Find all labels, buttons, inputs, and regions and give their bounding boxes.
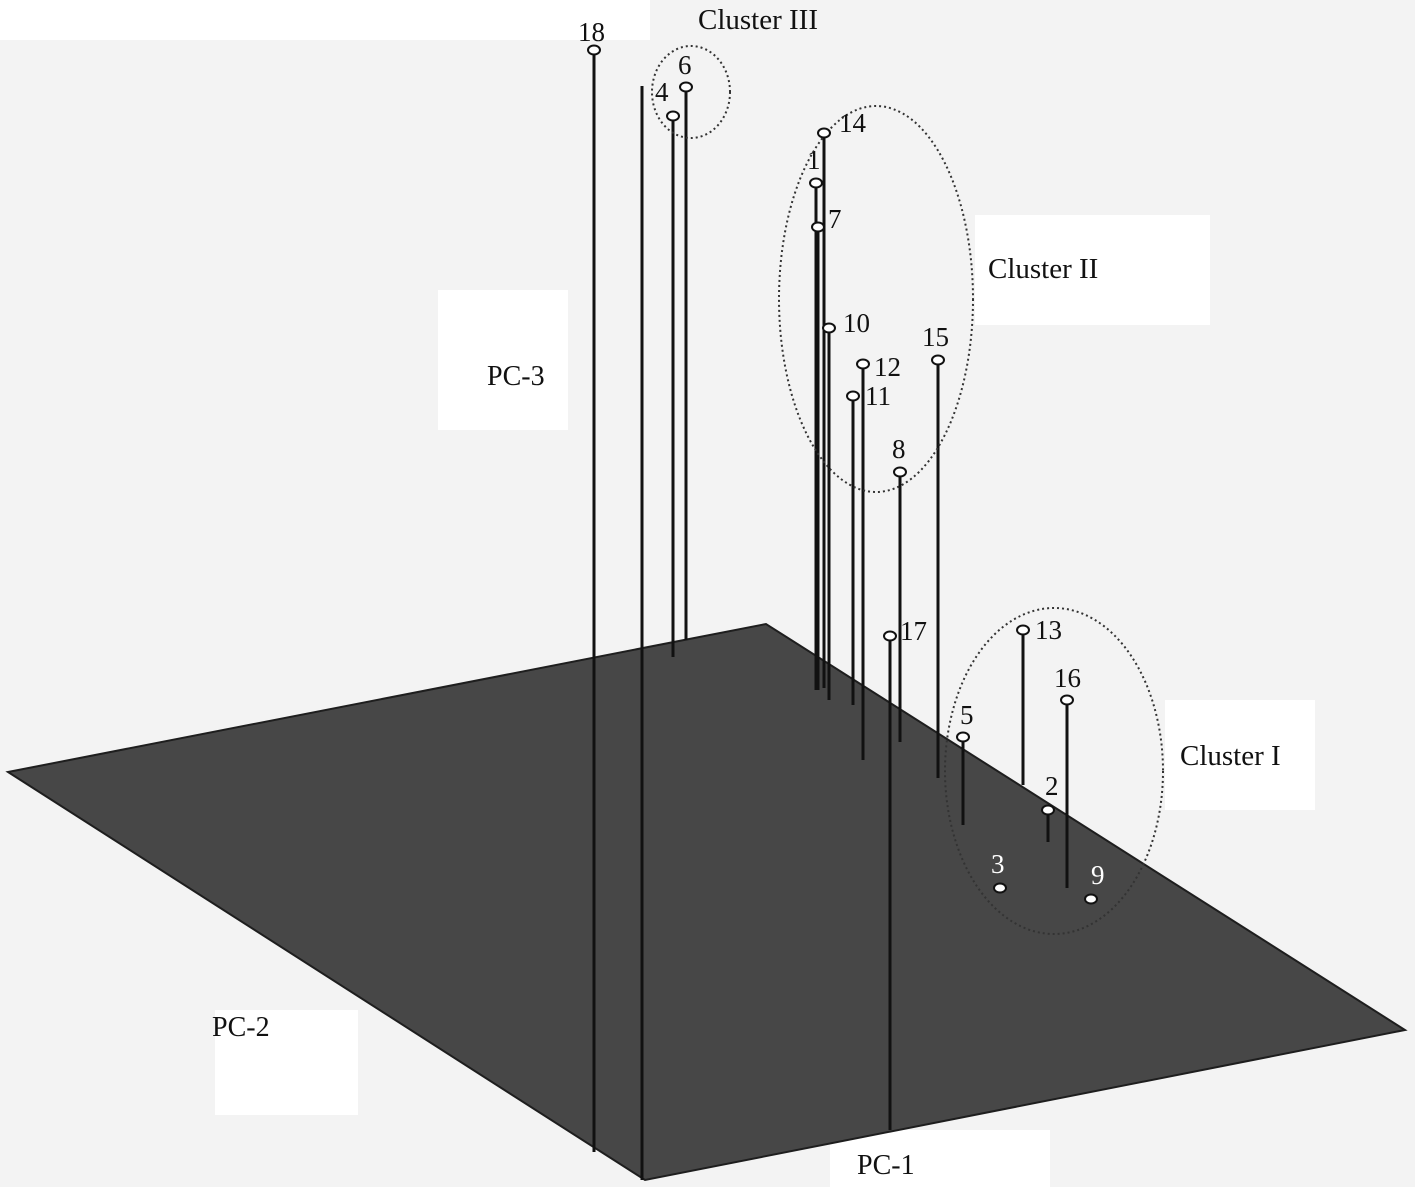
marker-point-9 [1084, 893, 1098, 905]
background-panel [975, 215, 1210, 325]
marker-point-7 [811, 221, 825, 233]
marker-point-1 [809, 177, 823, 189]
point-label-15: 15 [922, 322, 949, 352]
cluster-iii-outline [651, 45, 731, 139]
point-label-12: 12 [874, 352, 901, 382]
marker-point-5 [956, 731, 970, 743]
cluster-label-iii: Cluster III [698, 4, 818, 36]
point-label-14: 14 [839, 108, 867, 138]
marker-point-4 [666, 110, 680, 122]
marker-point-17 [883, 630, 897, 642]
marker-point-8 [893, 466, 907, 478]
background-panel [215, 1010, 358, 1115]
marker-point-10 [822, 322, 836, 334]
marker-point-2 [1041, 804, 1055, 816]
stems-layer [592, 50, 1069, 1180]
marker-point-14 [817, 127, 831, 139]
markers-layer [587, 44, 1098, 905]
marker-point-16 [1060, 694, 1074, 706]
point-label-4: 4 [655, 77, 669, 107]
cluster-i-outline [944, 607, 1164, 935]
marker-point-15 [931, 354, 945, 366]
axis-label-pc3: PC-3 [487, 361, 545, 392]
point-label-18: 18 [578, 17, 605, 47]
point-label-16: 16 [1054, 663, 1081, 693]
cluster-label-i: Cluster I [1180, 740, 1281, 772]
background-panel [438, 290, 568, 430]
axis-label-pc2: PC-2 [212, 1012, 270, 1043]
background-panel [1165, 700, 1315, 810]
marker-point-3 [993, 882, 1007, 894]
point-label-6: 6 [678, 50, 692, 80]
point-label-3: 3 [991, 849, 1005, 879]
point-label-1: 1 [807, 145, 821, 175]
cluster-ii-outline [778, 105, 974, 493]
point-label-17: 17 [900, 616, 927, 646]
point-label-2: 2 [1045, 771, 1059, 801]
cluster-label-ii: Cluster II [988, 253, 1098, 285]
background-panel [0, 0, 650, 40]
point-label-10: 10 [843, 308, 870, 338]
axis-label-pc1: PC-1 [857, 1150, 915, 1181]
point-label-8: 8 [892, 434, 906, 464]
point-label-5: 5 [960, 700, 974, 730]
point-label-7: 7 [828, 204, 842, 234]
pc1-pc2-plane [5, 622, 1408, 1182]
marker-point-13 [1016, 624, 1030, 636]
background-panel [830, 1130, 1050, 1187]
point-label-11: 11 [865, 381, 891, 411]
point-label-13: 13 [1035, 615, 1062, 645]
marker-point-6 [679, 81, 693, 93]
point-label-9: 9 [1091, 860, 1105, 890]
marker-point-12 [856, 358, 870, 370]
marker-point-11 [846, 390, 860, 402]
marker-point-18 [587, 44, 601, 56]
